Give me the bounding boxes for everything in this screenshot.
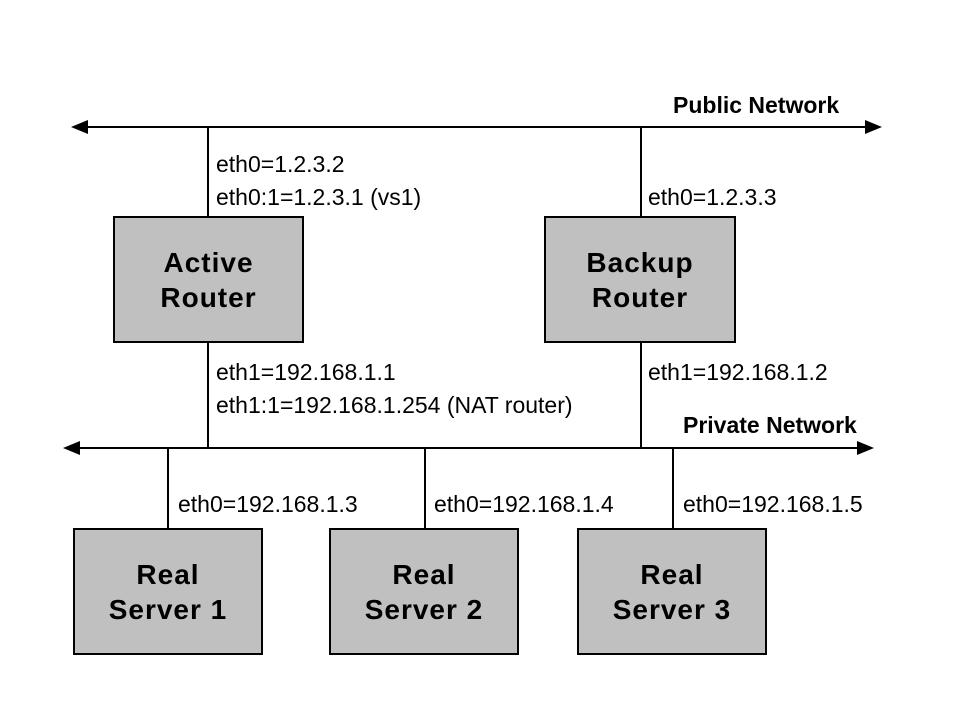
arrowhead-right-icon (857, 441, 874, 455)
real-server-1-node: Real Server 1 (73, 528, 263, 655)
interface-label: eth1=192.168.1.1 (216, 359, 396, 385)
active-router-public-interfaces: eth0=1.2.3.2 eth0:1=1.2.3.1 (vs1) (216, 148, 421, 214)
interface-label: eth1=192.168.1.2 (648, 359, 828, 385)
real-server-3-node: Real Server 3 (577, 528, 767, 655)
interface-label: eth0:1=1.2.3.1 (vs1) (216, 184, 422, 210)
server-3-interface: eth0=192.168.1.5 (683, 491, 863, 517)
active-router-node: Active Router (113, 216, 304, 343)
server-1-interface: eth0=192.168.1.3 (178, 491, 358, 517)
interface-label: eth0=1.2.3.3 (648, 184, 777, 210)
backup-router-node: Backup Router (544, 216, 736, 343)
active-router-private-interfaces: eth1=192.168.1.1 eth1:1=192.168.1.254 (N… (216, 356, 573, 422)
public-network-label: Public Network (673, 92, 840, 118)
server-2-interface: eth0=192.168.1.4 (434, 491, 614, 517)
arrowhead-left-icon (63, 441, 80, 455)
private-network-label: Private Network (683, 412, 857, 438)
backup-router-private-interfaces: eth1=192.168.1.2 (648, 356, 828, 389)
arrowhead-left-icon (71, 120, 88, 134)
interface-label: eth1:1=192.168.1.254 (NAT router) (216, 392, 573, 418)
backup-router-public-interfaces: eth0=1.2.3.3 (648, 181, 777, 214)
arrowhead-right-icon (865, 120, 882, 134)
real-server-2-node: Real Server 2 (329, 528, 519, 655)
interface-label: eth0=1.2.3.2 (216, 151, 345, 177)
